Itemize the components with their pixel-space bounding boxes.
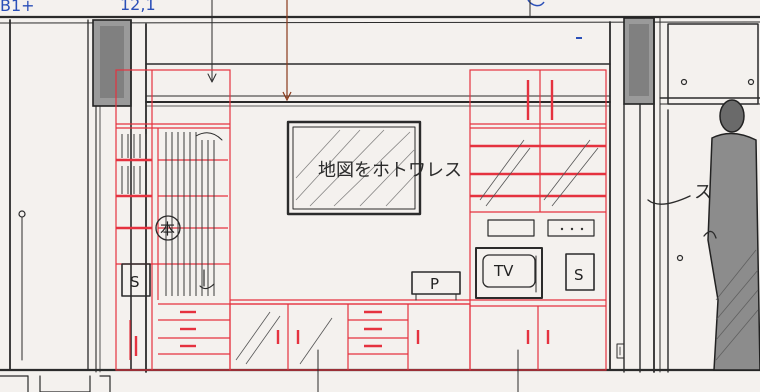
- low-sideboard: [229, 299, 471, 392]
- svg-text:S: S: [130, 273, 140, 291]
- map-frame: 地図をホトワレス: [286, 120, 462, 216]
- floor-line: [0, 368, 760, 392]
- top-left-note: B1+: [0, 0, 35, 15]
- header-beam: [145, 63, 611, 107]
- speaker-box-right: S: [565, 253, 595, 291]
- svg-text:TV: TV: [493, 262, 514, 280]
- left-wall: [9, 19, 101, 373]
- right-tall-cabinet: [469, 69, 607, 392]
- svg-text:本: 本: [160, 220, 175, 238]
- svg-text:P: P: [430, 275, 439, 293]
- leader-lines: [207, 0, 531, 102]
- speaker-box-left: S: [121, 263, 151, 297]
- hon-symbol: 本: [155, 215, 181, 241]
- blue-tick-mark: [527, 0, 545, 7]
- lamp-icon: [199, 269, 215, 290]
- p-box: P: [411, 271, 461, 301]
- tv-set: TV: [475, 247, 543, 299]
- right-room-outline: [616, 23, 760, 373]
- right-column-masonry: [609, 17, 661, 373]
- person-figure: [703, 99, 760, 371]
- left-tall-cabinet: [115, 69, 231, 371]
- svg-text:S: S: [574, 266, 584, 284]
- top-dimension-note: 12,1: [120, 0, 156, 14]
- map-caption: 地図をホトワレス: [318, 160, 462, 181]
- left-column-masonry: [92, 19, 147, 373]
